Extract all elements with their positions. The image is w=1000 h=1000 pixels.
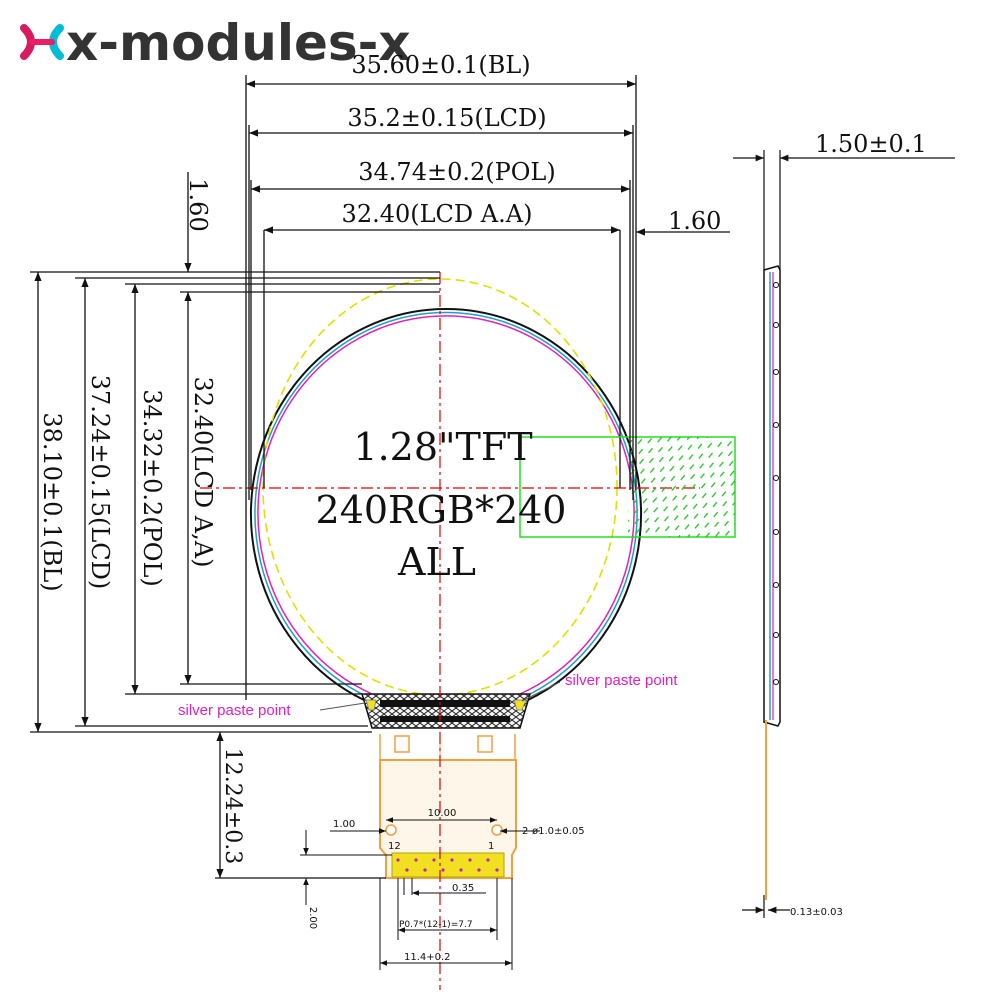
active-area-marks xyxy=(263,230,621,488)
bl-width-label: 35.60±0.1(BL) xyxy=(351,51,530,79)
right-margin-label: 1.60 xyxy=(668,207,721,235)
pin-width-label: 0.35 xyxy=(452,883,474,894)
hole-spacing-label: 10.00 xyxy=(428,808,457,819)
pitch-label: P0.7*(12-1)=7.7 xyxy=(399,920,473,930)
silver-paste-left: silver paste point xyxy=(178,702,291,719)
silver-paste-annotations: silver paste point silver paste point xyxy=(178,672,678,719)
height-dimensions: 38.10±0.1(BL) 37.24±0.15(LCD) 34.32±0.2(… xyxy=(30,172,440,879)
fpc-width-label: 11.4+0.2 xyxy=(404,952,451,963)
cable-detail-box xyxy=(519,436,736,538)
fpc-thickness-label: 0.13±0.03 xyxy=(790,907,843,918)
width-dimensions: 35.60±0.1(BL) 35.2±0.15(LCD) 34.74±0.2(P… xyxy=(245,51,730,700)
aa-width-label: 32.40(LCD A.A) xyxy=(342,200,533,228)
tail-height-label: 2.00 xyxy=(307,907,318,929)
display-body xyxy=(250,278,642,729)
mounting-holes xyxy=(385,824,503,836)
fpc-dimensions: 10.00 1.00 2-ø1.0±0.05 1 12 0.35 2.00 P0… xyxy=(300,808,585,970)
display-resolution-label: 240RGB*240 xyxy=(316,488,567,532)
bl-height-label: 38.10±0.1(BL) xyxy=(38,412,66,591)
display-size-label: 1.28"TFT xyxy=(353,425,532,469)
hole-size-label: 2-ø1.0±0.05 xyxy=(522,826,585,837)
fpc-contacts xyxy=(391,852,505,878)
pol-height-label: 34.32±0.2(POL) xyxy=(138,389,166,586)
display-view-label: ALL xyxy=(397,540,476,584)
pin-first-label: 1 xyxy=(488,841,494,852)
x-logo-icon xyxy=(20,24,64,60)
lcd-width-label: 35.2±0.15(LCD) xyxy=(347,104,546,132)
center-lines xyxy=(200,272,700,990)
display-label: 1.28"TFT 240RGB*240 ALL xyxy=(316,425,567,584)
pol-width-label: 34.74±0.2(POL) xyxy=(358,158,555,186)
lcd-height-label: 37.24±0.15(LCD) xyxy=(86,375,114,590)
aa-height-label: 32.40(LCD A,A) xyxy=(189,377,217,568)
pin-last-label: 12 xyxy=(388,841,401,852)
side-view: 1.50±0.1 0.13±0.03 xyxy=(733,130,955,918)
brand-name: x-modules-x xyxy=(66,14,411,72)
hole-offset-label: 1.00 xyxy=(333,819,355,830)
left-margin-label: 1.60 xyxy=(184,178,212,231)
silver-paste-right: silver paste point xyxy=(565,672,678,689)
brand-logo: x-modules-x xyxy=(20,14,411,72)
thickness-label: 1.50±0.1 xyxy=(815,130,927,158)
fpc-height-label: 12.24±0.3 xyxy=(220,748,245,864)
